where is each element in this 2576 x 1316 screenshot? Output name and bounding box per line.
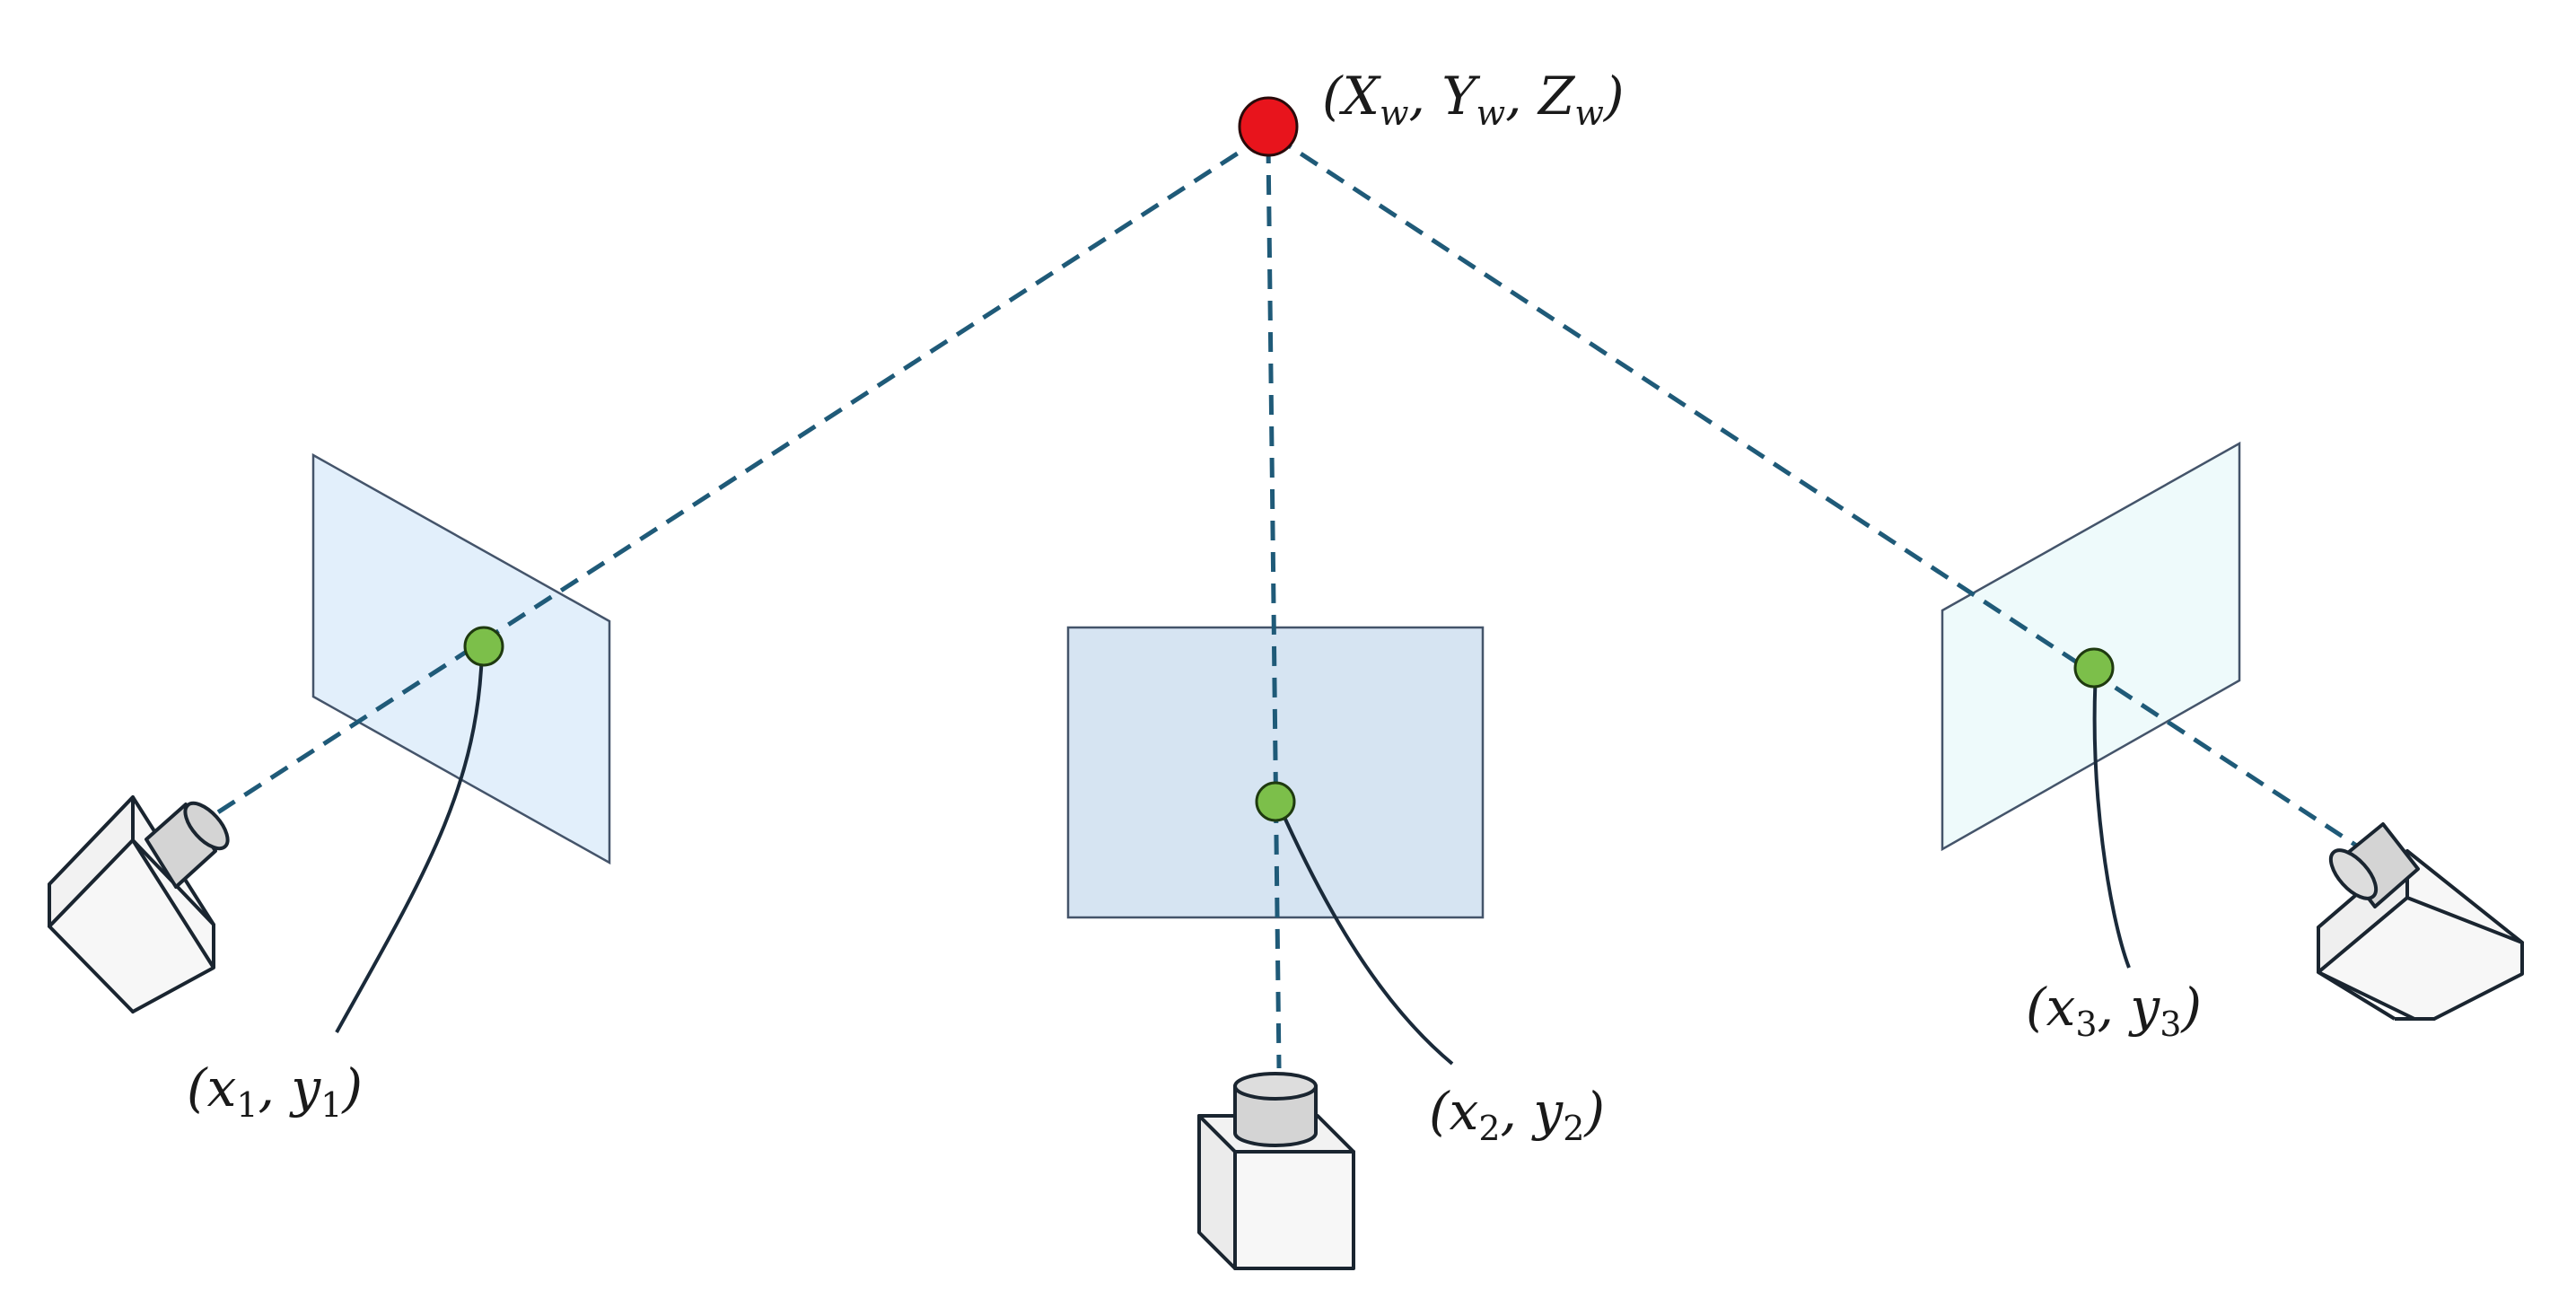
world-point [1238,96,1299,157]
camera-center-lens-icon [1233,1072,1318,1147]
leader-right [2092,671,2131,969]
image-point-center [1255,781,1296,822]
ray-left [212,134,1266,818]
projection-rays [212,134,2362,1069]
camera-left-icon [48,795,230,1013]
image-point-left-label: (x1, y1) [187,1057,364,1125]
image-point-left [463,626,504,667]
leader-center [1277,804,1454,1066]
camera-right-icon [2317,822,2524,1021]
image-point-center-label: (x2, y2) [1429,1081,1606,1148]
leader-left [335,651,484,1033]
image-plane-left [311,452,611,865]
image-point-right [2073,647,2115,689]
image-point-right-label: (x3, y3) [2026,977,2203,1044]
leader-lines [335,651,2131,1066]
ray-right [1273,134,2362,851]
camera-center-icon [1197,1072,1355,1270]
camera-left-lens-icon [145,801,230,889]
image-plane-right [1941,441,2241,852]
ray-center [1266,143,1282,1069]
world-point-label: (Xw, Yw, Zw) [1322,66,1625,133]
camera-right-lens-icon [2328,822,2420,908]
